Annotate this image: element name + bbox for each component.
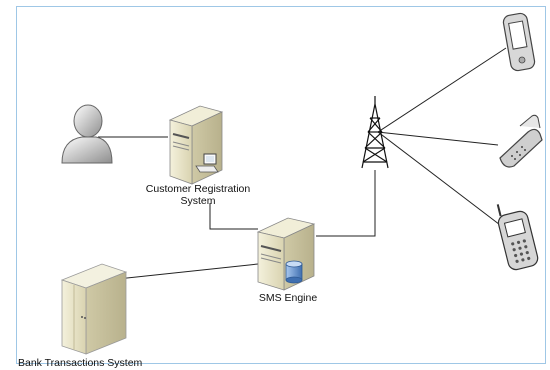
database-icon bbox=[285, 260, 303, 284]
connectors bbox=[98, 47, 509, 280]
radio-tower-icon bbox=[361, 96, 389, 169]
diagram-frame bbox=[16, 6, 546, 364]
user-icon bbox=[61, 104, 113, 164]
customer-registration-label-line1: Customer Registration bbox=[145, 183, 251, 195]
bank-transactions-label: Bank Transactions System bbox=[18, 357, 143, 369]
server-with-database-icon bbox=[256, 217, 316, 291]
server-with-keyboard-icon bbox=[168, 105, 224, 185]
connector-tower-mobile bbox=[377, 131, 509, 232]
customer-registration-label-line2: System bbox=[180, 195, 216, 207]
connector-tower-pda bbox=[377, 47, 507, 133]
connector-registration-sms bbox=[209, 203, 258, 230]
customer-registration-label: Customer Registration System bbox=[128, 183, 268, 207]
connector-tower-flip-phone bbox=[377, 131, 499, 146]
connector-bank-sms bbox=[117, 263, 259, 280]
mainframe-icon bbox=[60, 263, 128, 355]
flip-phone-icon bbox=[499, 114, 543, 168]
mobile-phone-icon bbox=[496, 204, 539, 271]
connector-sms-tower bbox=[316, 170, 376, 237]
sms-engine-label: SMS Engine bbox=[258, 292, 318, 304]
pda-phone-icon bbox=[502, 12, 536, 72]
